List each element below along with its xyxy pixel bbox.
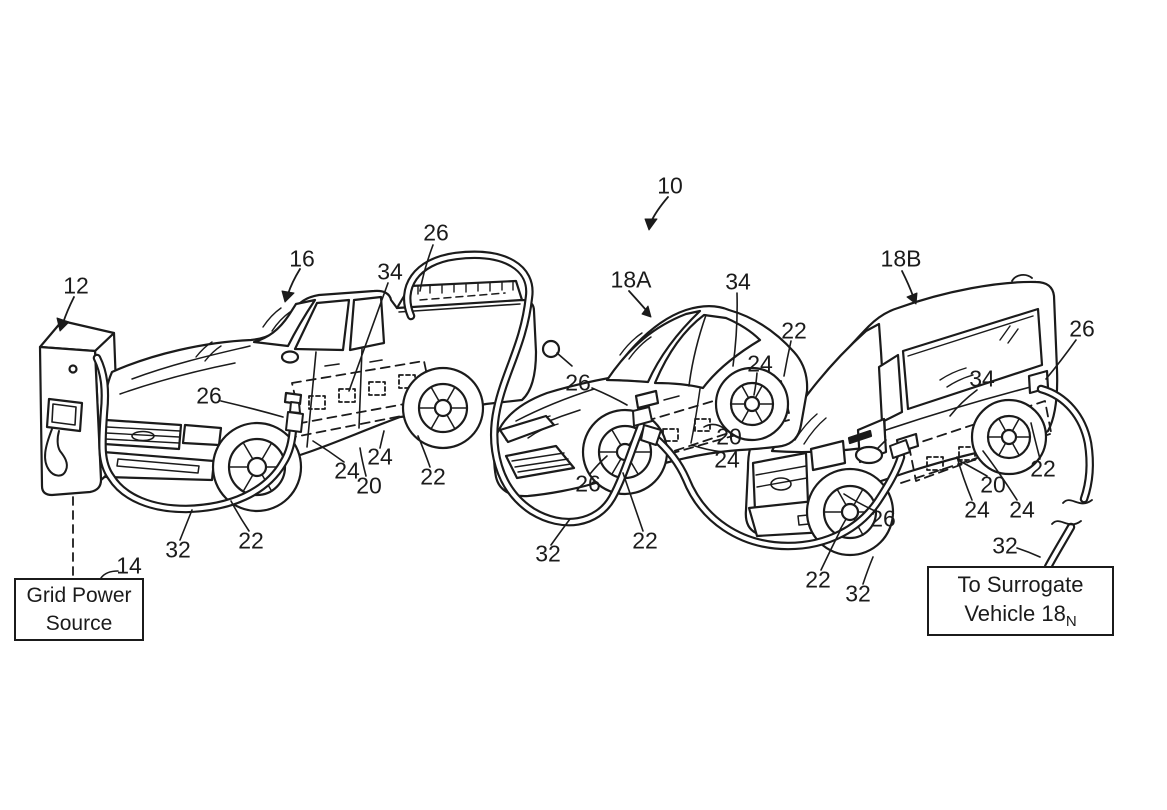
- grid-power-source-box: Grid Power Source: [14, 578, 144, 641]
- cable-station-to-truck: [97, 358, 303, 509]
- cable-truck-to-sedan: [407, 255, 652, 522]
- sedan-windshield: [607, 311, 700, 382]
- station-holster: [47, 399, 82, 431]
- van-mirror: [856, 447, 882, 463]
- sedan-cable-connector: [633, 407, 652, 426]
- sedan-charge-port: [636, 391, 658, 408]
- van-port-garnish: [849, 431, 871, 443]
- surrogate-line2: Vehicle 18N: [964, 600, 1076, 632]
- leader-lines-sedan: [551, 293, 791, 545]
- sedan-outlet-connector: [641, 425, 661, 445]
- surrogate-line1: To Surrogate: [957, 571, 1084, 597]
- reference-arrows: [57, 197, 917, 331]
- truck-rear-wheel: [403, 368, 483, 448]
- van-cable-connector: [890, 440, 910, 458]
- surrogate-subscript: N: [1065, 612, 1077, 630]
- grid-power-line1: Grid Power: [26, 584, 132, 608]
- truck-front-wheel: [213, 423, 301, 511]
- surrogate-line2-text: Vehicle 18: [964, 600, 1066, 626]
- truck-headlight: [183, 425, 221, 445]
- sedan-side-glass: [655, 315, 760, 388]
- van-headlight: [811, 441, 845, 470]
- surrogate-vehicle-box: To Surrogate Vehicle 18N: [927, 566, 1114, 636]
- station-plug-hook: [45, 429, 67, 476]
- truck-mirror: [282, 352, 298, 363]
- van-door-window: [879, 355, 902, 422]
- truck-logo: [132, 432, 154, 441]
- truck-cable-connector: [286, 402, 303, 432]
- van-logo: [771, 478, 791, 490]
- sedan-rear-wheel: [716, 368, 788, 440]
- sedan-headlight: [500, 416, 554, 442]
- leader-lines-truck: [180, 245, 433, 540]
- van-side-window: [903, 309, 1042, 409]
- sedan-mirror: [543, 341, 559, 357]
- cable-sedan-to-van: [641, 425, 910, 546]
- arrowheads: [57, 219, 917, 331]
- truck-door-window: [295, 300, 349, 350]
- leader-lines-van: [821, 340, 1076, 584]
- sedan-front-wheel: [583, 410, 667, 494]
- cable-break-symbol: [1052, 500, 1092, 524]
- truck-windshield: [254, 300, 315, 346]
- pickup-truck-drawing: [101, 281, 536, 511]
- van-rear-wheel: [972, 400, 1046, 474]
- grid-power-line2: Source: [45, 611, 113, 635]
- leader-lines-misc: [101, 571, 118, 578]
- truck-rear-window: [350, 297, 384, 350]
- station-button: [70, 366, 77, 373]
- cable-van-to-next: [1041, 389, 1092, 567]
- van-drawing: [746, 275, 1057, 555]
